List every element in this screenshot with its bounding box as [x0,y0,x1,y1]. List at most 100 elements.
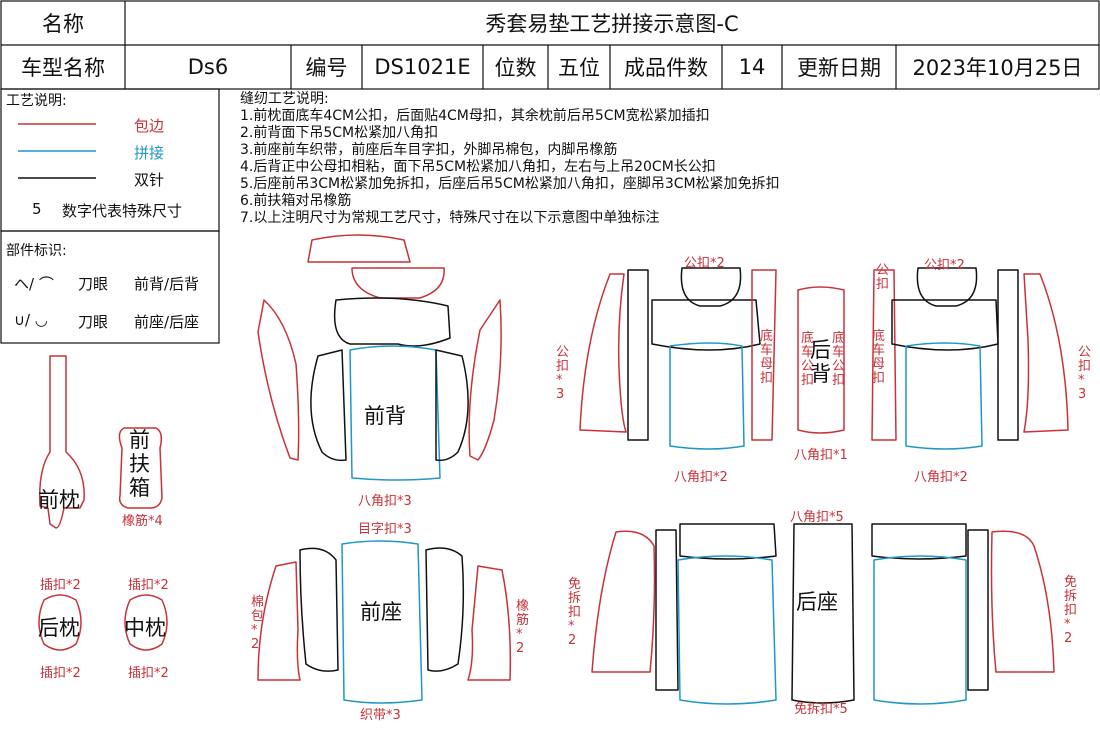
armrest-shape [118,427,163,509]
front-back-upper [333,297,451,347]
parts-title: 部件标识: [6,243,67,259]
rear-seat-left-note: 免拆扣*2 [568,577,582,648]
rear-back-center-bottom-note: 八角扣*1 [794,448,848,463]
rear-seat-left-center [677,555,777,705]
rear-back-left-right-strip [751,269,777,441]
rear-back-right-left-strip [871,269,897,441]
front-pillow-label: 前枕 [38,488,80,512]
rear-back-right-top-note: 公扣*2 [924,258,965,273]
rear-back-left-cap [680,267,742,307]
legend-item-splice: 拼接 [134,144,165,162]
rear-seat-label: 后座 [796,590,838,614]
page-title: 秀套易垫工艺拼接示意图-C [485,12,739,36]
rear-back-right-side-note: 公扣*3 [1078,345,1092,402]
legend-item-binding: 包边 [134,117,165,135]
front-seat-label: 前座 [360,600,402,624]
armrest-note: 橡筋*4 [122,514,163,529]
update-label: 更新日期 [797,56,881,80]
code-value: DS1021E [374,55,471,79]
code-label: 编号 [305,56,348,80]
rear-back-right-center [905,342,983,450]
instruction-line-3: 3.前座前车织带，前座后车目字扣，外脚吊棉包，内脚吊橡筋 [240,142,618,158]
front-back-left-side [257,299,300,461]
rear-back-left-center [669,342,745,450]
instruction-line-5: 5.后座前吊3CM松紧加免拆扣，后座后吊5CM松紧加八角扣，座脚吊3CM松紧加免… [240,176,780,192]
name-label: 名称 [42,12,84,36]
seat-value: 五位 [558,56,600,80]
rear-back-left-side [579,273,627,433]
knife-mark-back-symbol: ヘ/ ⌒ [14,275,54,293]
mid-pillow-shape [124,594,168,651]
rear-pillow-top-note: 插扣*2 [40,578,81,593]
front-seat-right-outer [467,565,512,681]
rear-back-center-left-note: 底车公扣 [801,331,815,388]
rear-seat-left-top [679,523,777,560]
instructions-title: 缝纫工艺说明: [240,91,329,107]
front-back-right-wing [435,349,469,462]
rear-back-center-right-note: 底车公扣 [832,331,846,388]
mid-pillow-top-note: 插扣*2 [128,578,169,593]
knife-mark-back-desc: 前背/后背 [134,275,200,293]
car-value: Ds6 [187,55,229,79]
knife-mark-back-text: 刀眼 [78,275,109,293]
mid-pillow-bottom-note: 插扣*2 [128,666,169,681]
rear-back-right-mother-note: 底车母扣 [872,329,886,386]
instruction-line-4: 4.后背正中公母扣相粘，面下吊5CM松紧加八角扣，左右与上吊20CM长公扣 [240,159,716,175]
rear-back-right-top2-note: 公扣 [876,263,890,292]
pieces-value: 14 [738,55,766,79]
rear-back-left-bottom-note: 八角扣*2 [674,470,728,485]
rear-seat-left-side [655,529,679,691]
rear-back-left-top-note: 公扣*2 [684,256,725,271]
front-backrest-top [307,234,411,263]
front-seat-center [341,540,423,704]
legend-size-num: 5 [32,200,42,218]
front-back-note: 八角扣*3 [358,494,412,509]
front-seat-right-note: 橡筋*2 [516,599,530,656]
update-value: 2023年10月25日 [912,56,1083,80]
legend-title: 工艺说明: [6,93,67,109]
front-pillow-shape [38,355,85,529]
seat-label: 位数 [494,56,537,80]
rear-back-left-top [651,299,761,351]
rear-back-left-strip [627,269,649,441]
car-label: 车型名称 [21,56,105,80]
armrest-label: 前扶箱 [129,428,150,500]
rear-seat-top-note: 八角扣*5 [790,510,844,525]
instruction-line-1: 1.前枕面底车4CM公扣，后面贴4CM母扣，其余枕前后吊5CM宽松紧加插扣 [240,108,710,124]
front-back-center [349,345,441,481]
front-seat-left-outer [257,561,301,681]
rear-back-left-side-note: 公扣*3 [556,345,570,402]
rear-seat-bottom-note: 免拆扣*5 [794,702,848,717]
front-back-left-wing [310,349,347,462]
rear-pillow-shape [38,594,82,651]
front-seat-top-note: 目字扣*3 [358,522,412,537]
instruction-line-6: 6.前扶箱对吊橡筋 [240,193,352,209]
legend-size-text: 数字代表特殊尺寸 [62,202,183,220]
rear-back-right-cap [916,267,978,307]
rear-back-right-bottom-note: 八角扣*2 [914,470,968,485]
front-seat-bottom-note: 织带*3 [360,708,401,723]
rear-back-center-piece [797,286,845,434]
rear-back-label: 后背 [810,338,831,386]
knife-mark-seat-desc: 前座/后座 [134,313,200,331]
rear-seat-right-outer [990,530,1055,673]
knife-mark-seat-symbol: ∪/ ◡ [14,311,48,329]
front-pillow-cap [351,267,445,299]
rear-seat-middle [791,523,855,704]
rear-back-left-mother-note: 底车母扣 [760,329,774,386]
rear-seat-right-note: 免拆扣*2 [1064,575,1078,646]
legend-item-double-needle: 双针 [134,171,165,189]
pieces-label: 成品件数 [624,56,708,80]
rear-back-right-strip [997,269,1019,441]
front-seat-left-inner [299,547,339,672]
mid-pillow-label: 中枕 [124,616,166,640]
rear-seat-left-outer [591,530,656,673]
rear-seat-right-side [967,529,989,691]
instruction-line-2: 2.前背面下吊5CM松紧加八角扣 [240,125,439,141]
rear-pillow-label: 后枕 [38,616,80,640]
knife-mark-seat-text: 刀眼 [78,313,109,331]
rear-pillow-bottom-note: 插扣*2 [40,666,81,681]
